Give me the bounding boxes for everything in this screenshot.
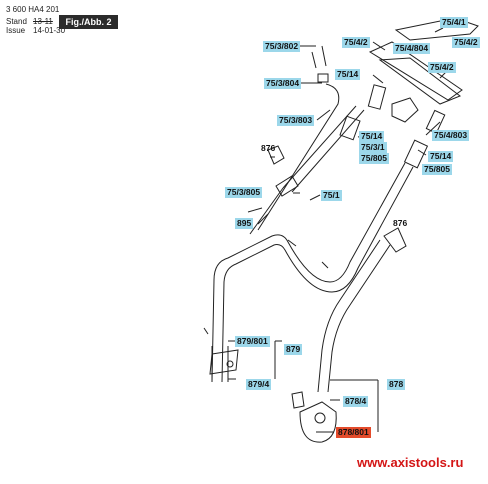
stand-label: Stand (6, 17, 27, 26)
watermark-text: www.axistools.ru (357, 455, 464, 470)
callout-75-805-a: 75/805 (359, 153, 389, 164)
callout-876-lower: 876 (393, 218, 408, 228)
callout-75-805-b: 75/805 (422, 164, 452, 175)
callout-75-3-805: 75/3/805 (225, 187, 263, 198)
callout-75-14-a: 75/14 (335, 69, 361, 80)
callout-75-4-2-c: 75/4/2 (428, 62, 456, 73)
callout-75-4-2-a: 75/4/2 (342, 37, 370, 48)
callout-75-3-803: 75/3/803 (277, 115, 315, 126)
callout-876-upper: 876 (261, 143, 276, 153)
callout-878-801: 878/801 (336, 427, 371, 438)
figure-label: Fig./Abb. 2 (59, 15, 118, 29)
callout-895: 895 (235, 218, 254, 229)
callout-75-14-c: 75/14 (428, 151, 454, 162)
issue-label: Issue (6, 26, 26, 35)
issue-value: 14-01-30 (33, 26, 66, 35)
callout-75-4-1: 75/4/1 (440, 17, 468, 28)
callout-75-14-b: 75/14 (359, 131, 385, 142)
doc-number: 3 600 HA4 201 (6, 5, 60, 14)
callout-878: 878 (387, 379, 406, 390)
callout-75-3-1: 75/3/1 (359, 142, 387, 153)
callout-879-801: 879/801 (235, 336, 270, 347)
callout-75-3-802: 75/3/802 (263, 41, 301, 52)
callout-75-3-804: 75/3/804 (264, 78, 302, 89)
callout-75-4-804: 75/4/804 (393, 43, 431, 54)
stand-value: 13-11 (33, 17, 53, 26)
callout-75-4-2-b: 75/4/2 (452, 37, 480, 48)
callout-879: 879 (284, 344, 303, 355)
callout-879-4: 879/4 (246, 379, 272, 390)
callout-878-4: 878/4 (343, 396, 369, 407)
callout-75-1: 75/1 (321, 190, 342, 201)
callout-75-4-803: 75/4/803 (432, 130, 470, 141)
